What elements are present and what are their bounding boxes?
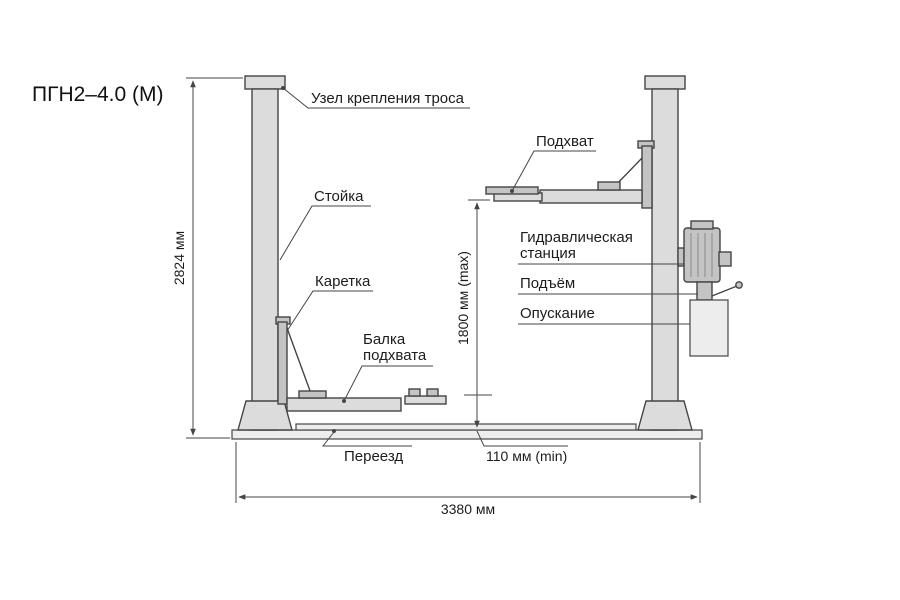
label-hydraulic-line2: станция [520, 245, 576, 262]
pickup-beam-dot [342, 399, 346, 403]
lowered-pad-right [426, 388, 439, 397]
label-carriage: Каретка [315, 273, 371, 290]
raised-pickup-beam [539, 189, 643, 204]
raised-beam-pad [597, 181, 621, 191]
hydraulic-motor [683, 227, 721, 283]
left-carriage-brace [286, 327, 314, 400]
post-leader [279, 205, 371, 261]
label-post: Стойка [314, 188, 364, 205]
label-lower: Опускание [520, 305, 595, 322]
drive-over-dot [332, 429, 336, 433]
right-carriage [641, 145, 653, 209]
motor-cap [690, 220, 714, 230]
cable-unit-leader [282, 87, 470, 109]
lowered-beam-pad [298, 390, 327, 399]
lever-knob [735, 281, 743, 289]
label-pickup-beam-line1: Балка [363, 331, 406, 348]
label-raise: Подъём [520, 275, 575, 292]
drive-over-plate [295, 423, 637, 431]
pickup-dot [510, 189, 514, 193]
dim-max-lift: 1800 мм (max) [455, 251, 471, 345]
junction-box [718, 251, 732, 267]
lowered-pad-left [408, 388, 421, 397]
drive-over-leader [321, 431, 412, 447]
carriage-leader [286, 290, 373, 332]
minheight-leader [476, 430, 568, 447]
left-carriage [277, 321, 288, 405]
motor-bracket [677, 247, 685, 267]
lowered-pickup-beam [286, 397, 402, 412]
left-post-foot [237, 400, 293, 431]
cable-unit-dot [281, 86, 285, 90]
base-plate [231, 429, 703, 440]
lowering-lever [711, 285, 738, 297]
model-title: ПГН2–4.0 (М) [32, 83, 164, 106]
pump-block [696, 281, 713, 301]
oil-tank [689, 299, 729, 357]
lowered-pad-plate [404, 395, 447, 405]
label-drive-over: Переезд [344, 448, 403, 465]
label-cable-unit: Узел крепления троса [311, 90, 465, 107]
dim-total-width: 3380 мм [441, 501, 495, 517]
dim-min-height: 110 мм (min) [486, 448, 567, 464]
right-post-foot [637, 400, 693, 431]
label-pickup-beam-line2: подхвата [363, 347, 427, 364]
right-post-cap [644, 75, 686, 90]
label-hydraulic-line1: Гидравлическая [520, 229, 633, 246]
left-post [251, 88, 279, 431]
pickup-leader [511, 150, 596, 192]
left-post-cap [244, 75, 286, 90]
right-post [651, 88, 679, 431]
label-pickup: Подхват [536, 133, 594, 150]
dim-total-height: 2824 мм [171, 231, 187, 285]
pickup-beam-leader [343, 365, 433, 402]
